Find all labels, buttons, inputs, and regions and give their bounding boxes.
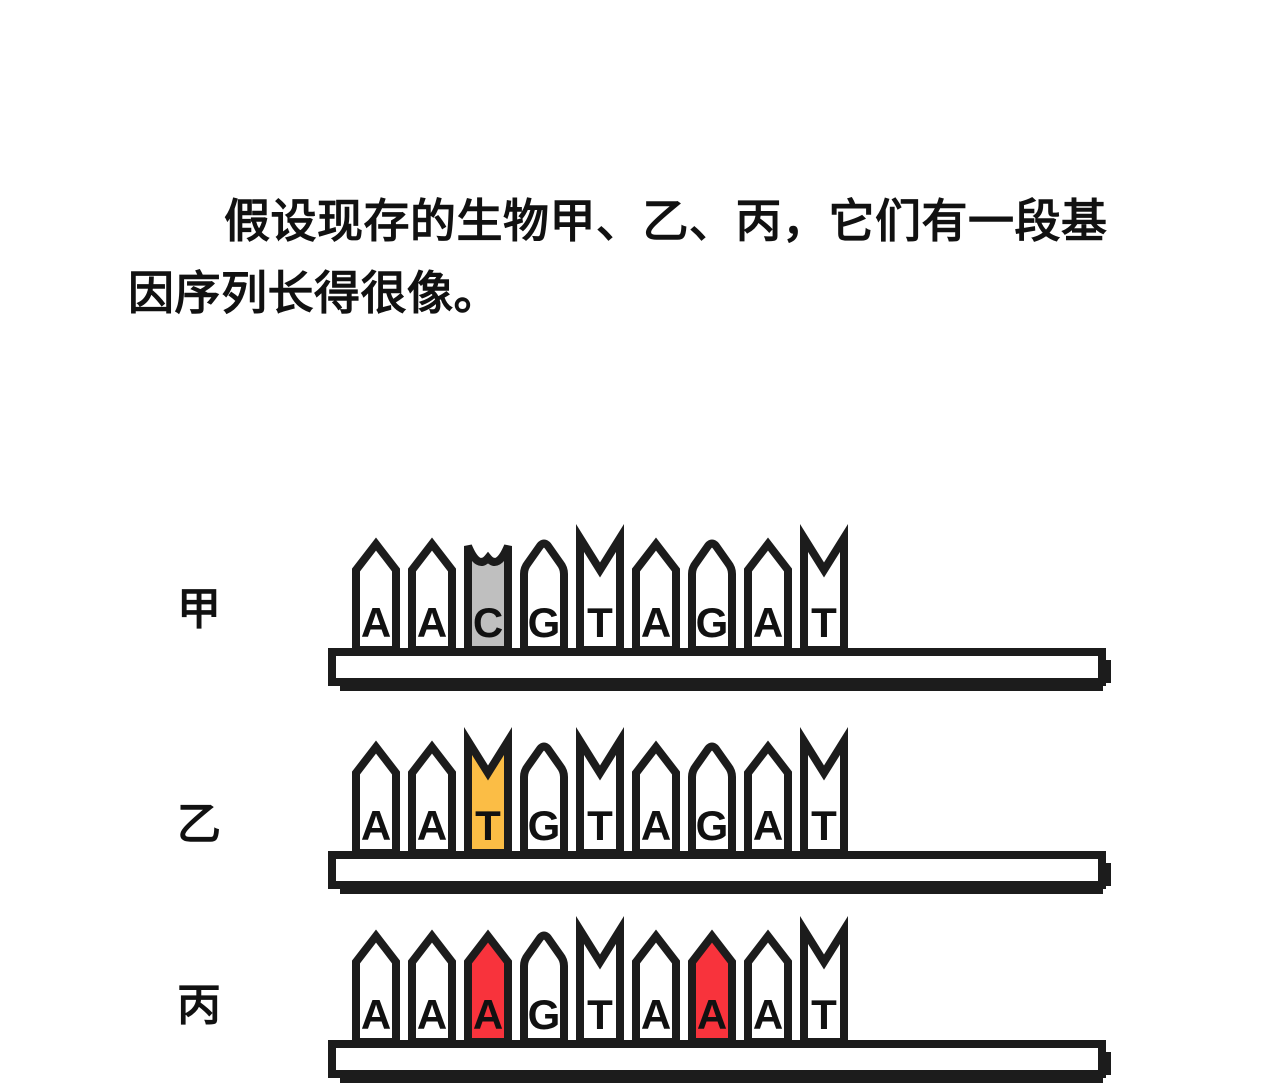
dna-base-yi-1: A (352, 733, 400, 857)
dna-base-bing-4: G (520, 922, 568, 1046)
dna-base-bing-2: A (408, 922, 456, 1046)
dna-base-yi-7: G (688, 733, 736, 857)
organism-label-yi: 乙 (177, 800, 221, 849)
dna-base-highlighted-bing-7: A (688, 922, 736, 1046)
dna-base-bing-9: T (800, 916, 848, 1046)
dna-base-yi-9: T (800, 727, 848, 857)
dna-base-highlighted-jia-3: C (464, 530, 512, 654)
dna-backbone-yi (328, 851, 1111, 894)
dna-base-bing-1: A (352, 922, 400, 1046)
dna-base-yi-2: A (408, 733, 456, 857)
dna-base-bing-8: A (744, 922, 792, 1046)
dna-base-highlighted-yi-3: T (464, 727, 512, 857)
dna-base-jia-9: T (800, 524, 848, 654)
dna-base-bing-6: A (632, 922, 680, 1046)
dna-base-yi-5: T (576, 727, 624, 857)
dna-base-bing-5: T (576, 916, 624, 1046)
dna-backbone-jia (328, 648, 1111, 691)
organism-label-bing: 丙 (177, 981, 221, 1030)
dna-base-highlighted-bing-3: A (464, 922, 512, 1046)
dna-backbone-bing (328, 1040, 1111, 1083)
dna-base-jia-4: G (520, 530, 568, 654)
dna-base-jia-2: A (408, 530, 456, 654)
dna-base-yi-4: G (520, 733, 568, 857)
dna-base-jia-8: A (744, 530, 792, 654)
dna-base-jia-7: G (688, 530, 736, 654)
dna-base-jia-5: T (576, 524, 624, 654)
dna-base-jia-1: A (352, 530, 400, 654)
dna-base-yi-8: A (744, 733, 792, 857)
dna-base-yi-6: A (632, 733, 680, 857)
organism-label-jia: 甲 (177, 585, 221, 634)
dna-base-jia-6: A (632, 530, 680, 654)
page-title: 假设现存的生物甲、乙、丙，它们有一段基因序列长得很像。 (128, 195, 1108, 319)
